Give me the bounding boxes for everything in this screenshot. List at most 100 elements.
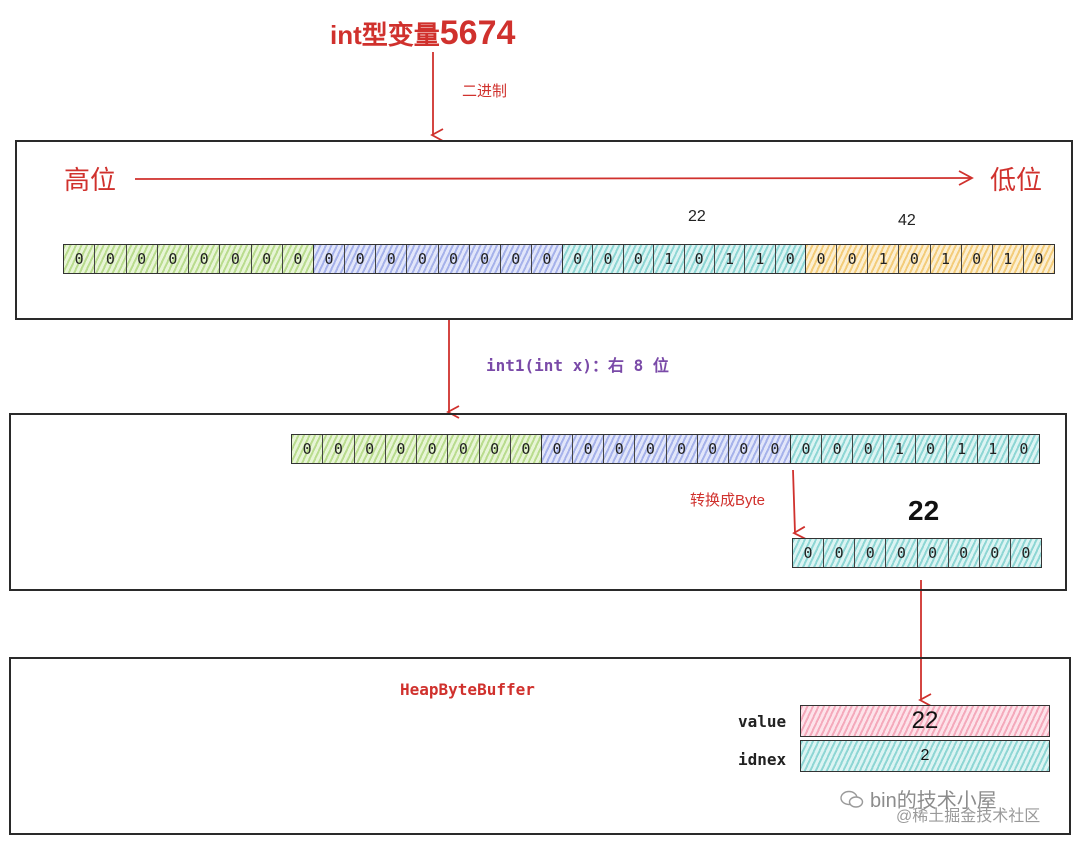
shifted-byte-3: 0 0 0 1 0 1 1 0 (790, 434, 1040, 464)
byte-1: 0 0 0 0 0 0 0 0 (63, 244, 314, 274)
bit: 0 (949, 539, 980, 567)
field-index-box: 2 (800, 740, 1050, 772)
bit: 0 (127, 245, 158, 273)
watermark: bin的技术小屋 (840, 784, 997, 813)
binary-label: 二进制 (462, 83, 508, 100)
result-byte: 0 0 0 0 0 0 0 0 (792, 538, 1042, 568)
bit: 0 (635, 435, 667, 463)
bit: 0 (837, 245, 869, 273)
bit: 0 (785, 250, 795, 268)
bit: 0 (793, 539, 825, 567)
bit: 0 (806, 245, 838, 273)
bit: 0 (521, 440, 531, 458)
byte-3: 0 0 0 1 0 1 1 0 (562, 244, 806, 274)
bit: 0 (729, 435, 760, 463)
bit: 1 (931, 245, 962, 273)
byte-4: 0 0 1 0 1 0 1 0 (805, 244, 1055, 274)
byte-label-22: 22 (688, 208, 706, 225)
field-index-text: 2 (920, 747, 930, 764)
bit: 0 (376, 245, 408, 273)
bit: 0 (542, 435, 574, 463)
bit: 0 (439, 245, 470, 273)
bit: 0 (95, 245, 127, 273)
bit: 0 (824, 539, 856, 567)
shift-right-label: int1(int x)：右 8 位 (486, 356, 669, 375)
bit: 0 (918, 539, 949, 567)
bit: 1 (884, 435, 916, 463)
bit: 0 (252, 245, 283, 273)
bit: 0 (853, 435, 885, 463)
bit: 0 (573, 435, 605, 463)
shift-panel (9, 413, 1067, 591)
bit: 0 (470, 245, 501, 273)
result-byte-row: 0 0 0 0 0 0 0 0 (792, 538, 1042, 568)
buffer-panel (9, 657, 1071, 835)
title-number: 5674 (439, 14, 516, 52)
bit: 1 (715, 245, 746, 273)
shifted-byte-2: 0 0 0 0 0 0 0 0 (541, 434, 791, 464)
bit: 0 (698, 435, 729, 463)
bit: 0 (685, 245, 715, 273)
bit: 0 (417, 435, 449, 463)
binary-panel (15, 140, 1073, 320)
field-name-index: idnex (738, 750, 787, 769)
high-bit-label: 高位 (64, 165, 117, 195)
bit: 0 (1034, 250, 1044, 268)
bit: 0 (501, 245, 532, 273)
bit: 0 (604, 435, 636, 463)
shifted-row: 0 0 0 0 0 0 0 0 0 0 0 0 0 0 0 0 0 0 0 1 … (291, 434, 1040, 464)
bit: 0 (323, 435, 355, 463)
convert-byte-label: 转换成Byte (690, 492, 766, 509)
bit: 0 (220, 245, 252, 273)
bit: 1 (947, 435, 978, 463)
buffer-class-name: HeapByteBuffer (400, 680, 535, 699)
bit: 1 (654, 245, 685, 273)
bit: 0 (480, 435, 511, 463)
watermark-line2: @稀土掘金技术社区 (896, 808, 1041, 825)
bit: 0 (624, 245, 655, 273)
bit: 0 (64, 245, 96, 273)
bit: 0 (345, 245, 377, 273)
bit: 0 (886, 539, 918, 567)
diagram-title: int型变量5674 (330, 14, 515, 53)
arrow-high-to-low (134, 170, 974, 186)
bit: 1 (978, 435, 1009, 463)
bit: 0 (593, 245, 624, 273)
bit: 1 (745, 245, 776, 273)
bit: 0 (962, 245, 993, 273)
bit: 0 (899, 245, 931, 273)
bit: 0 (563, 245, 594, 273)
byte-2: 0 0 0 0 0 0 0 0 (313, 244, 563, 274)
bit: 0 (542, 250, 552, 268)
bit: 0 (1021, 544, 1031, 562)
field-value-text: 22 (911, 707, 939, 734)
binary-row-32bit: 0 0 0 0 0 0 0 0 0 0 0 0 0 0 0 0 0 0 0 1 … (63, 244, 1055, 274)
bit: 0 (292, 435, 324, 463)
bit: 0 (667, 435, 698, 463)
shifted-byte-1: 0 0 0 0 0 0 0 0 (291, 434, 542, 464)
bit: 0 (916, 435, 947, 463)
bit: 0 (189, 245, 221, 273)
bit: 0 (448, 435, 480, 463)
bit: 0 (314, 245, 346, 273)
watermark-line1: bin的技术小屋 (870, 790, 997, 812)
bit: 0 (855, 539, 887, 567)
bit: 0 (980, 539, 1011, 567)
bit: 0 (355, 435, 386, 463)
bit: 0 (822, 435, 854, 463)
bit: 0 (770, 440, 780, 458)
bit: 0 (158, 245, 189, 273)
low-bit-label: 低位 (990, 165, 1043, 195)
byte-label-42: 42 (898, 212, 916, 229)
bit: 0 (1019, 440, 1029, 458)
bit: 0 (293, 250, 303, 268)
bit: 0 (407, 245, 439, 273)
bit: 0 (386, 435, 417, 463)
field-value-box: 22 (800, 705, 1050, 737)
wechat-icon (840, 790, 864, 808)
result-value: 22 (908, 495, 940, 526)
title-prefix: int型变量 (330, 20, 440, 50)
arrow-convert-byte (792, 469, 806, 540)
bit: 1 (868, 245, 900, 273)
